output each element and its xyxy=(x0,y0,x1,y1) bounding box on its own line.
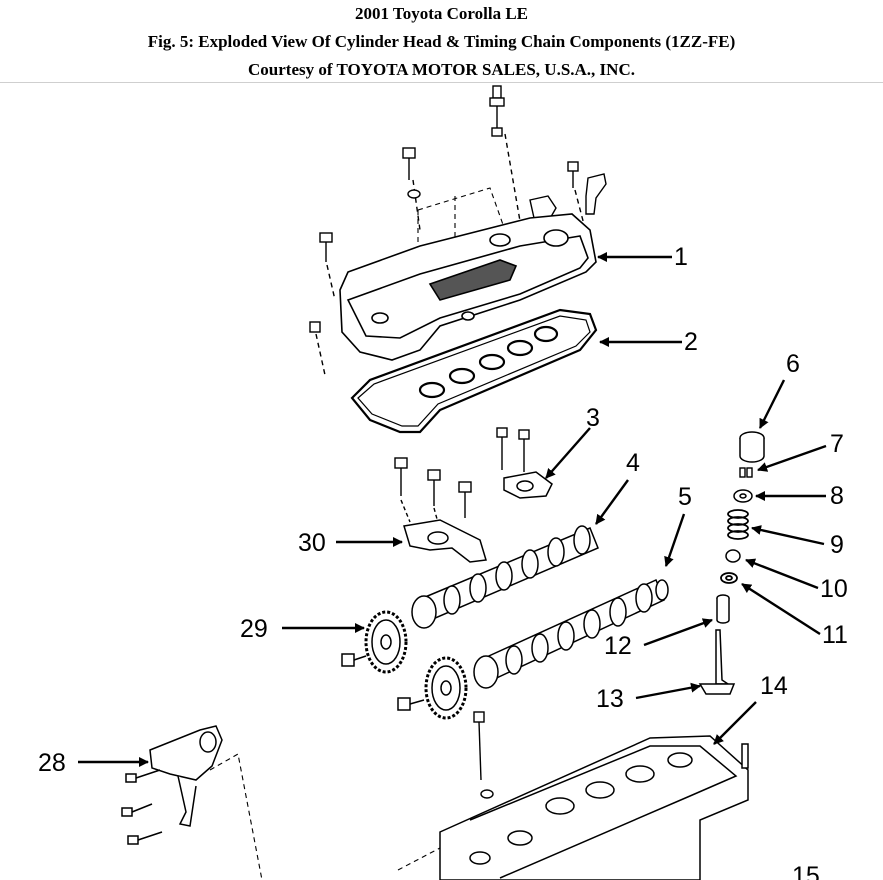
head-guide-lines xyxy=(397,847,441,871)
spring-seat xyxy=(720,572,738,584)
cylinder-head-cover xyxy=(339,213,597,361)
callout-2: 2 xyxy=(684,328,698,356)
callout-28: 28 xyxy=(38,749,66,777)
callout-10: 10 xyxy=(820,575,848,603)
callout-9: 9 xyxy=(830,531,844,559)
callout-11: 11 xyxy=(822,621,848,649)
camshaft-sprocket-lower xyxy=(397,656,468,720)
valve-guide-bushing xyxy=(716,594,730,624)
valve-spring xyxy=(727,509,749,540)
engine-bracket xyxy=(121,725,223,845)
spring-retainer xyxy=(733,489,753,503)
callout-8: 8 xyxy=(830,482,844,510)
valve-keepers xyxy=(739,467,753,478)
figure-credit: Courtesy of TOYOTA MOTOR SALES, U.S.A., … xyxy=(248,60,635,79)
callout-6: 6 xyxy=(786,350,800,378)
callout-13: 13 xyxy=(596,685,624,713)
callout-12: 12 xyxy=(604,632,632,660)
bearing-cap-bolts xyxy=(394,427,530,531)
callout-15: 15 xyxy=(792,862,820,880)
callout-29: 29 xyxy=(240,615,268,643)
callout-1: 1 xyxy=(674,243,688,271)
callout-5: 5 xyxy=(678,483,692,511)
camshaft-lower xyxy=(473,578,669,689)
document-title: 2001 Toyota Corolla LE xyxy=(354,4,529,23)
callout-30: 30 xyxy=(298,529,326,557)
bearing-cap-large xyxy=(403,519,487,563)
head-bolt xyxy=(473,711,494,799)
camshaft-upper xyxy=(411,525,599,629)
valve-lifter xyxy=(739,431,765,463)
callout-4: 4 xyxy=(626,449,640,477)
callout-3: 3 xyxy=(586,404,600,432)
valve-stem-seal xyxy=(725,549,741,563)
callout-14: 14 xyxy=(760,672,788,700)
bearing-cap-small xyxy=(503,471,553,499)
cover-gasket xyxy=(350,308,598,434)
callout-arrows xyxy=(78,252,827,767)
figure-caption: Fig. 5: Exploded View Of Cylinder Head &… xyxy=(147,32,736,51)
camshaft-sprocket-upper xyxy=(341,610,408,674)
bracket-guide-lines xyxy=(209,753,263,880)
valve xyxy=(698,629,736,695)
figure-header: 2001 Toyota Corolla LE Fig. 5: Exploded … xyxy=(0,0,883,83)
callout-7: 7 xyxy=(830,430,844,458)
top-stud-bolt xyxy=(489,85,526,251)
cylinder-head xyxy=(439,735,749,880)
